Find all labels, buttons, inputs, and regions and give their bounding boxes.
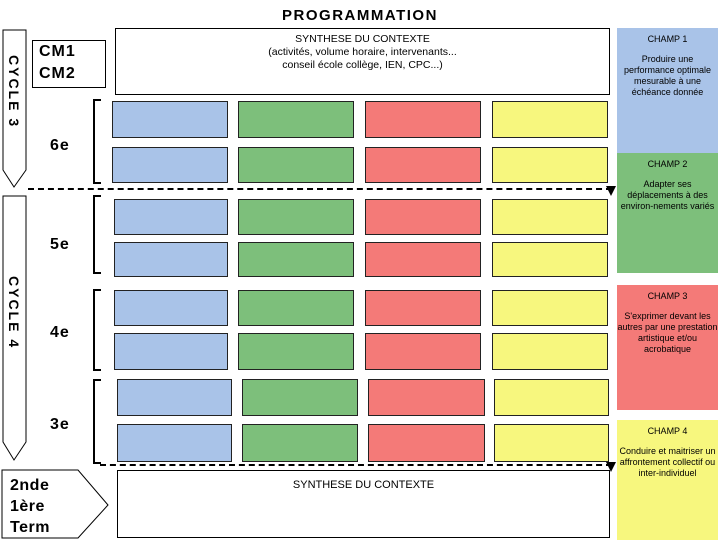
cell-champ1 (112, 147, 228, 183)
lycee-arrow (1, 469, 109, 539)
cell-champ1 (117, 379, 232, 416)
champ4-text: Conduire et maitriser un affrontement co… (619, 446, 716, 478)
cell-champ2 (238, 101, 354, 138)
page-title: PROGRAMMATION (282, 7, 438, 24)
level-6e: 6e (50, 137, 70, 154)
cell-champ2 (238, 242, 354, 277)
cell-champ3 (365, 147, 481, 183)
cell-champ2 (238, 290, 354, 326)
bracket-4e (93, 289, 101, 371)
cell-champ4 (494, 379, 609, 416)
cell-champ4 (492, 333, 608, 370)
level-4e: 4e (50, 324, 70, 341)
level-1ere: 1ère (10, 498, 45, 515)
bracket-5e (93, 195, 101, 274)
champ1-box: CHAMP 1 Produire une performance optimal… (617, 28, 718, 153)
synthese-top-line1: (activités, volume horaire, intervenants… (268, 46, 457, 58)
cell-champ1 (114, 242, 228, 277)
champ3-text: S'exprimer devant les autres par une pre… (617, 311, 718, 354)
champ1-title: CHAMP 1 (647, 34, 688, 44)
cell-champ2 (242, 424, 358, 462)
cell-champ3 (368, 424, 485, 462)
cell-champ4 (492, 147, 608, 183)
cell-champ4 (492, 242, 608, 277)
cycle4-arrow (2, 195, 27, 461)
cell-champ2 (238, 199, 354, 235)
synthese-top-title: SYNTHESE DU CONTEXTE (295, 33, 430, 45)
cell-champ3 (365, 101, 481, 138)
champ4-title: CHAMP 4 (647, 426, 688, 436)
cell-champ1 (117, 424, 232, 462)
cell-champ3 (365, 290, 481, 326)
level-term: Term (10, 519, 50, 536)
dashed-separator-lycee (100, 464, 612, 466)
synthese-top-box: SYNTHESE DU CONTEXTE (activités, volume … (115, 28, 610, 95)
level-3e: 3e (50, 416, 70, 433)
cell-champ4 (492, 101, 608, 138)
champ3-title: CHAMP 3 (647, 291, 688, 301)
cm-box: CM1 CM2 (32, 40, 106, 88)
cell-champ1 (114, 333, 228, 370)
bracket-6e (93, 99, 101, 184)
cell-champ2 (242, 379, 358, 416)
lycee-labels: 2nde 1ère Term (10, 475, 50, 538)
bracket-3e (93, 379, 101, 464)
cell-champ3 (368, 379, 485, 416)
cm2-label: CM2 (39, 65, 76, 82)
cell-champ4 (492, 199, 608, 235)
cell-champ3 (365, 333, 481, 370)
cell-champ1 (114, 290, 228, 326)
cell-champ4 (494, 424, 609, 462)
cell-champ3 (365, 199, 481, 235)
champ4-box: CHAMP 4 Conduire et maitriser un affront… (617, 420, 718, 540)
cell-champ3 (365, 242, 481, 277)
cm1-label: CM1 (39, 43, 76, 60)
cycle3-arrow (2, 29, 27, 188)
cell-champ1 (112, 101, 228, 138)
synthese-top-line2: conseil école collège, IEN, CPC...) (282, 59, 443, 71)
cell-champ2 (238, 333, 354, 370)
cycle3-label: CYCLE 3 (6, 55, 22, 129)
cell-champ2 (238, 147, 354, 183)
champ1-text: Produire une performance optimale mesura… (623, 54, 712, 97)
level-2nde: 2nde (10, 477, 50, 494)
champ2-title: CHAMP 2 (647, 159, 688, 169)
cycle4-label: CYCLE 4 (6, 276, 22, 350)
cell-champ1 (114, 199, 228, 235)
synthese-bottom-box: SYNTHESE DU CONTEXTE (117, 470, 610, 538)
cell-champ4 (492, 290, 608, 326)
champ2-box: CHAMP 2 Adapter ses déplacements à des e… (617, 153, 718, 273)
champ2-text: Adapter ses déplacements à des environ-n… (620, 179, 715, 211)
dashed-separator-cycle3 (28, 188, 612, 190)
champ3-box: CHAMP 3 S'exprimer devant les autres par… (617, 285, 718, 410)
level-5e: 5e (50, 236, 70, 253)
